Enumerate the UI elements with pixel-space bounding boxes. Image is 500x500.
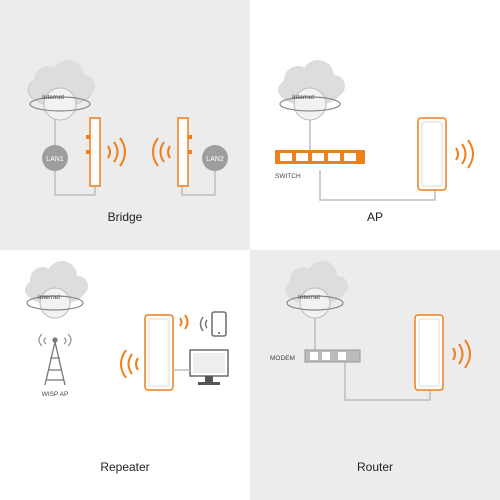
ap-caption: AP <box>366 210 383 224</box>
cpe-device-icon <box>144 314 174 391</box>
repeater-panel: Internet WISP AP <box>0 250 250 500</box>
lan2-label: LAN2 <box>206 156 224 163</box>
globe-icon <box>26 287 84 319</box>
ap-diagram: Internet SWITCH <box>275 60 474 201</box>
cable <box>319 170 436 201</box>
wifi-signal-icon <box>120 349 139 379</box>
bridge-panel: Internet LAN1 LAN2 Bridge <box>0 0 250 250</box>
switch-label: SWITCH <box>275 173 301 180</box>
router-caption: Router <box>356 460 394 474</box>
cloud-label: Internet <box>292 94 314 101</box>
ap-panel: Internet SWITCH AP <box>250 0 500 250</box>
bridge-diagram: Internet LAN1 LAN2 <box>27 60 228 196</box>
wifi-signal-icon <box>452 339 471 369</box>
cloud-label: Internet <box>38 294 60 301</box>
cloud-label: Internet <box>298 294 320 301</box>
cable <box>344 360 431 401</box>
wifi-signal-icon <box>455 139 474 169</box>
modem-icon <box>304 349 361 363</box>
repeater-caption: Repeater <box>100 460 150 474</box>
cable <box>181 150 216 196</box>
computer-icon <box>189 349 229 385</box>
cpe-device-icon <box>177 117 192 187</box>
wifi-signal-icon <box>152 137 171 167</box>
wifi-signal-icon <box>199 316 208 332</box>
globe-icon <box>279 87 341 121</box>
router-panel: Internet MODEM Router <box>250 250 500 500</box>
globe-icon <box>286 287 344 319</box>
cloud-label: Internet <box>42 94 64 101</box>
lan2-node: LAN2 <box>202 145 228 171</box>
modem-label: MODEM <box>270 355 295 362</box>
cpe-device-icon <box>86 117 101 187</box>
wifi-signal-icon <box>107 137 126 167</box>
switch-icon <box>275 150 365 164</box>
globe-icon <box>29 87 91 121</box>
wisp-label: WISP AP <box>42 391 69 398</box>
phone-icon <box>211 311 227 337</box>
lan1-label: LAN1 <box>46 156 64 163</box>
repeater-diagram: Internet WISP AP <box>25 261 229 398</box>
lan1-node: LAN1 <box>42 145 68 171</box>
cpe-device-icon <box>417 117 447 191</box>
wifi-signal-icon <box>179 314 189 330</box>
tower-icon <box>38 333 72 386</box>
bridge-caption: Bridge <box>107 210 143 224</box>
cpe-device-icon <box>414 314 444 391</box>
router-diagram: Internet MODEM <box>270 261 471 401</box>
